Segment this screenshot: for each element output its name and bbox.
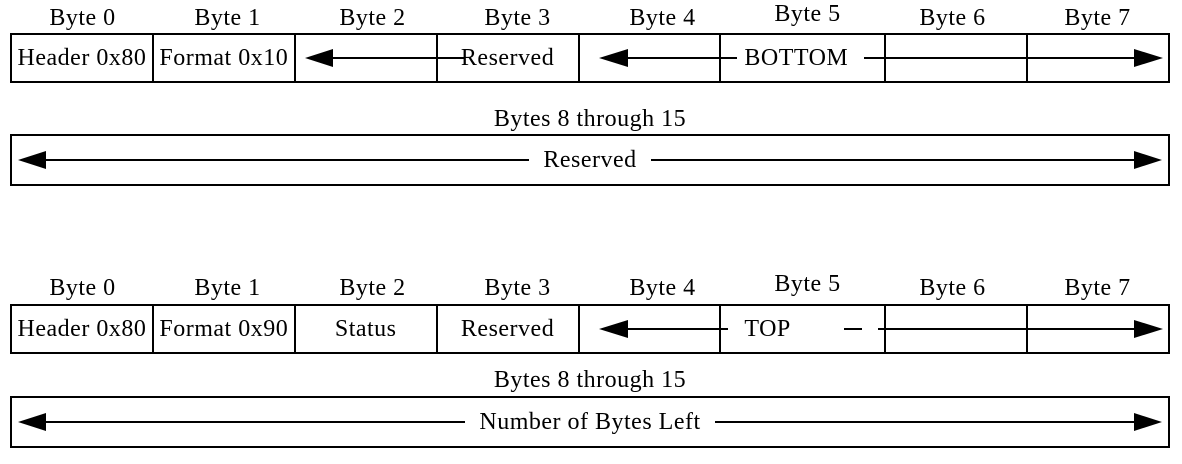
byte-cell: Header 0x80	[17, 44, 147, 71]
byte-header-label: Byte 6	[919, 275, 986, 301]
byte-header-label: Byte 7	[1064, 5, 1131, 31]
byte-cell	[884, 35, 1026, 81]
left-arrow-icon	[18, 151, 46, 169]
byte-cell: Reserved	[435, 306, 578, 352]
byte-cell: Reserved	[435, 35, 578, 81]
left-arrow-icon	[18, 413, 46, 431]
packet1-byte-table: Header 0x80 Format 0x10 Reserved BOTTOM	[10, 33, 1170, 83]
byte-header-label: Byte 4	[629, 5, 696, 31]
arrow-line	[46, 421, 466, 423]
packet2-overflow-box: Number of Bytes Left	[10, 396, 1170, 448]
arrow-line	[46, 159, 530, 161]
byte-cell	[884, 306, 1026, 352]
byte-cell: Header 0x80	[17, 315, 147, 342]
byte-cell: Format 0x90	[151, 306, 294, 352]
byte-header-label: Byte 2	[339, 5, 406, 31]
packet1-overflow-box: Reserved	[10, 134, 1170, 186]
byte-header-label: Byte 3	[484, 5, 551, 31]
packet1-bytes-8-15-label: Bytes 8 through 15	[493, 106, 687, 132]
byte-header-label: Byte 4	[629, 275, 696, 301]
byte-header-label: Byte 0	[49, 275, 116, 301]
arrow-line	[650, 159, 1135, 161]
byte-header-label: Byte 2	[339, 275, 406, 301]
byte-cell: Format 0x10	[151, 35, 294, 81]
byte-header-label: Byte 7	[1064, 275, 1131, 301]
packet2-overflow-field-label: Number of Bytes Left	[479, 408, 701, 435]
byte-cell: BOTTOM	[719, 35, 884, 81]
arrow-line	[714, 421, 1134, 423]
byte-cell	[577, 306, 720, 352]
byte-header-label: Byte 6	[919, 5, 986, 31]
byte-cell	[293, 35, 436, 81]
packet2-bytes-8-15-label: Bytes 8 through 15	[493, 367, 687, 393]
packet2-byte-table: Header 0x80 Format 0x90 Status Reserved …	[10, 304, 1170, 354]
byte-header-label: Byte 5	[774, 1, 841, 27]
packet2-byte-header-row: Byte 0 Byte 1 Byte 2 Byte 3 Byte 4 Byte …	[10, 271, 1170, 302]
byte-header-label: Byte 0	[49, 5, 116, 31]
byte-cell	[577, 35, 720, 81]
byte-header-label: Byte 1	[194, 5, 261, 31]
byte-header-label: Byte 5	[774, 271, 841, 297]
right-arrow-icon	[1134, 413, 1162, 431]
byte-cell	[1026, 306, 1168, 352]
right-arrow-icon	[1134, 151, 1163, 169]
packet1-overflow-field-label: Reserved	[543, 146, 637, 173]
byte-header-label: Byte 1	[194, 275, 261, 301]
byte-cell	[1026, 35, 1168, 81]
byte-cell: TOP	[719, 306, 884, 352]
packet1-byte-header-row: Byte 0 Byte 1 Byte 2 Byte 3 Byte 4 Byte …	[10, 1, 1170, 32]
byte-cell: Status	[293, 306, 436, 352]
byte-header-label: Byte 3	[484, 275, 551, 301]
